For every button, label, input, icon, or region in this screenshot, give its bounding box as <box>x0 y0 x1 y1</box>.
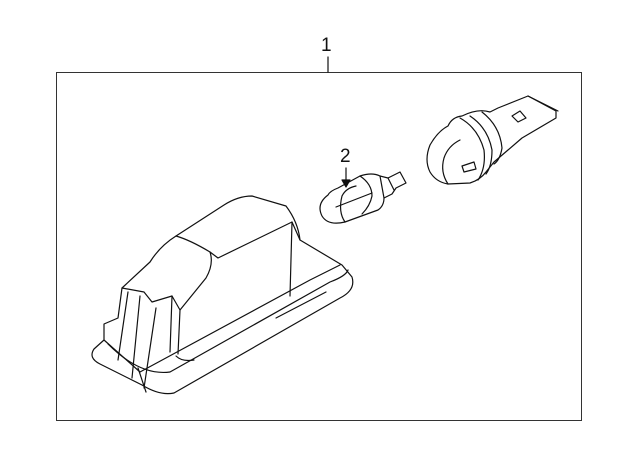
callout-1-label: 1 <box>321 35 332 56</box>
assembly-frame <box>56 72 582 421</box>
bulb-icon <box>319 171 407 224</box>
bulb-socket-icon <box>426 95 559 185</box>
callout-2-label: 2 <box>340 146 351 167</box>
lamp-housing-icon <box>91 195 354 395</box>
